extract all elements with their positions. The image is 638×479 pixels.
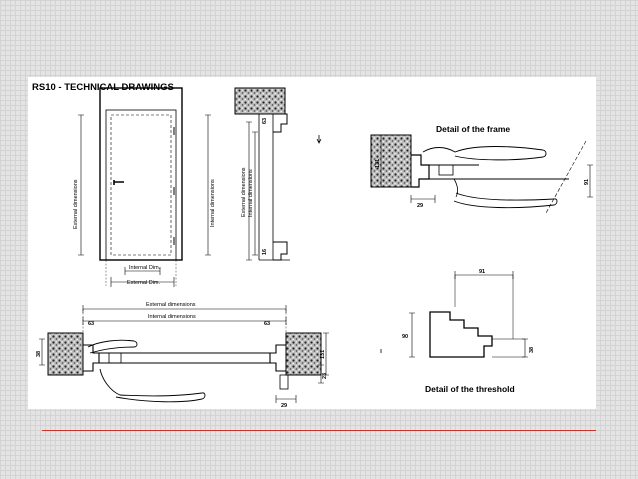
frame-dim-29: 29 xyxy=(417,203,423,209)
plan-handle-outer xyxy=(87,339,138,354)
detail-threshold-title: Detail of the threshold xyxy=(425,384,515,394)
section-dim-63: 63 xyxy=(262,118,268,124)
plan-section xyxy=(39,305,382,403)
plan-dim-38: 38 xyxy=(36,351,42,357)
plan-handle-inner xyxy=(99,368,206,403)
door-inner-outline xyxy=(110,114,172,256)
section-dim-16: 16 xyxy=(262,249,268,255)
frame-dim-131: 131 xyxy=(375,159,381,168)
door-leaf xyxy=(105,109,177,261)
frame-dim-91: 91 xyxy=(584,179,590,185)
section-leaf xyxy=(258,114,274,260)
detail-frame-title: Detail of the frame xyxy=(436,124,510,134)
section-internal-dimensions-label: Internal dimensions xyxy=(248,169,254,217)
threshold-detail xyxy=(409,271,528,358)
threshold-profile xyxy=(429,311,493,358)
technical-drawing: RS10 - TECHNICAL DRAWINGS External dimen… xyxy=(32,82,593,409)
plan-left-frame xyxy=(83,344,100,372)
plan-dim-63-right: 63 xyxy=(264,321,270,327)
threshold-dim-90: 90 xyxy=(402,334,408,340)
elevation-external-dimensions-label: External dimensions xyxy=(73,179,79,229)
door-outer-frame xyxy=(99,87,183,261)
frame-break-line xyxy=(545,140,587,214)
plan-dim-29: 29 xyxy=(281,403,287,409)
plan-left-masonry xyxy=(47,332,84,376)
section-external-dimensions-label: External dimensions xyxy=(241,167,247,217)
plan-right-frame xyxy=(269,344,286,372)
elevation-internal-dim-label: Internal Dim. xyxy=(129,265,161,271)
frame-wall-masonry xyxy=(370,134,412,188)
frame-profile xyxy=(411,154,430,188)
frame-leaf-edge xyxy=(429,164,569,180)
door-handle xyxy=(113,180,124,185)
lintel-masonry xyxy=(234,87,286,115)
accent-rule xyxy=(42,430,596,431)
technical-drawing-sheet: RS10 - TECHNICAL DRAWINGS External dimen… xyxy=(28,77,596,409)
section-top-frame xyxy=(273,113,288,133)
elevation-internal-dimensions-label: Internal dimensions xyxy=(210,179,216,227)
vertical-section xyxy=(234,87,322,261)
section-bottom-frame xyxy=(273,241,288,261)
frame-handle-inner xyxy=(453,192,558,209)
frame-detail xyxy=(370,134,593,214)
section-arrow xyxy=(316,135,322,144)
threshold-dim-38: 38 xyxy=(529,347,535,353)
plan-dim-131: 131 xyxy=(320,350,326,359)
plan-right-masonry xyxy=(285,332,322,376)
plan-internal-dimensions-label: Internal dimensions xyxy=(148,314,196,320)
plan-dim-63-left: 63 xyxy=(88,321,94,327)
threshold-dim-91: 91 xyxy=(479,269,485,275)
plan-door-leaf xyxy=(99,352,270,364)
frame-handle-outer xyxy=(422,146,547,161)
plan-dim-23: 23 xyxy=(322,373,328,379)
plan-external-dimensions-label: External dimensions xyxy=(146,302,196,308)
elevation-external-dim-label: External Dim. xyxy=(127,280,160,286)
door-elevation xyxy=(78,87,211,287)
